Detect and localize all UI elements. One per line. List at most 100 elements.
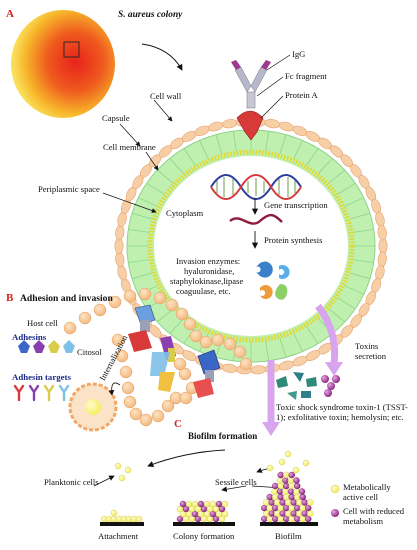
biofilm-cell	[282, 477, 289, 484]
biofilm-cell	[294, 493, 301, 501]
capsule-bead	[114, 238, 124, 254]
host-cell-bead	[78, 311, 92, 325]
capsule-bead	[377, 224, 387, 241]
biofilm-cell	[283, 482, 290, 490]
biofilm-cell	[283, 493, 290, 501]
capsule-bead	[278, 360, 294, 371]
attachment-surface	[100, 522, 144, 526]
host-cell-bead	[173, 357, 187, 371]
biofilm-cell	[279, 499, 286, 506]
cytoplasm-label: Cytoplasm	[166, 208, 204, 218]
secretion-arrow	[315, 303, 339, 365]
biofilm-cell	[299, 504, 306, 512]
enzyme-icon	[255, 261, 290, 300]
biofilm-cell	[266, 493, 273, 501]
host-cell-bead	[153, 291, 167, 305]
capsule-bead	[194, 125, 210, 136]
host-cell-bead	[175, 307, 189, 321]
legend-active-line-2: active cell	[343, 492, 379, 502]
biofilm-cell	[283, 471, 290, 479]
host-cell-bead	[165, 298, 179, 312]
host-cell-bead	[183, 317, 197, 331]
colony-cell	[215, 500, 223, 508]
host-cell-bead	[211, 333, 225, 347]
planktonic-cell	[114, 462, 122, 470]
colony-cell	[221, 500, 229, 508]
capsule-layer	[114, 117, 388, 375]
adhesin-targets-label: Adhesin targets	[12, 372, 71, 382]
host-cell-bead	[123, 289, 137, 303]
colony-cell	[218, 505, 226, 513]
capsule-bead	[115, 224, 125, 241]
capsule-bead	[375, 211, 385, 228]
biofilm-cell	[277, 482, 284, 490]
biofilm-cell	[298, 488, 306, 495]
colony-cell	[209, 500, 217, 508]
biofilm-cell	[285, 510, 292, 517]
biofilm-cell	[272, 515, 279, 523]
adhesins-legend-icons	[18, 340, 75, 353]
attached-cell	[110, 509, 118, 517]
enzymes-line-3: coaguulase, etc.	[176, 286, 231, 296]
attached-cell	[135, 515, 143, 523]
biofilm-cell	[283, 515, 290, 523]
biofilm-cell	[287, 477, 295, 484]
capsule-bead	[221, 363, 238, 373]
released-cell	[284, 450, 292, 458]
host-cell-bead	[139, 413, 153, 427]
igg-label: IgG	[292, 49, 306, 59]
colony-cell	[185, 500, 193, 508]
released-cell	[302, 459, 310, 467]
planktonic-cell	[118, 474, 126, 482]
biofilm-cell	[277, 493, 284, 501]
colony-cell	[179, 500, 187, 508]
toxins-description: Toxic shock syndrome toxin-1 (TSST-1); e…	[276, 402, 408, 422]
capsule-bead	[378, 238, 388, 254]
biofilm-cell	[287, 488, 295, 495]
colony-cell	[203, 500, 211, 508]
host-cell-bead	[115, 349, 129, 363]
biofilm-cell	[296, 499, 303, 506]
biofilm-cell	[266, 504, 273, 512]
adhesin-targets-legend-icons	[13, 384, 70, 402]
capsule-label: Capsule	[102, 113, 130, 123]
host-cell-bead	[108, 295, 122, 309]
biofilm-cell	[288, 504, 295, 512]
cell-wall-label: Cell wall	[150, 91, 182, 101]
capsule-bead	[221, 119, 238, 129]
sessile-cells-label: Sessile cells	[215, 477, 257, 487]
host-cell-bead	[151, 409, 165, 423]
biofilm-cells	[100, 450, 314, 523]
toxins-secretion-line-2: secretion	[355, 351, 387, 361]
biofilm-cell	[294, 504, 301, 512]
biofilm-cell	[274, 499, 281, 506]
biofilm-cell	[272, 493, 279, 501]
planktonic-cells-label: Planktonic cells	[44, 477, 99, 487]
biofilm-cell	[277, 515, 284, 523]
colony-zoom-box	[63, 41, 80, 58]
colony-plate	[11, 10, 115, 118]
protein-a-icon	[236, 110, 264, 141]
protein-synthesis-label: Protein synthesis	[264, 235, 323, 245]
host-cell-bead	[121, 381, 135, 395]
fc-fragment-label: Fc fragment	[285, 71, 327, 81]
mrna-icon	[229, 213, 283, 225]
biofilm-cell	[263, 510, 270, 517]
biofilm-cell	[290, 499, 297, 506]
biofilm-cell	[301, 510, 308, 517]
capsule-bead	[250, 365, 266, 375]
capsule-bead	[278, 121, 294, 132]
colony-cell	[218, 515, 226, 523]
host-cell-bead	[93, 303, 107, 317]
biofilm-cell	[296, 510, 303, 517]
protein-a-label: Protein A	[285, 90, 318, 100]
cytoplasm	[154, 156, 348, 336]
colony-surface	[173, 522, 235, 526]
panel-a-letter: A	[6, 8, 14, 20]
released-cell	[292, 466, 300, 474]
host-cell-bead	[119, 365, 133, 379]
gene-transcription-label: Gene transcription	[264, 200, 328, 210]
biofilm-cell	[272, 482, 279, 490]
capsule-bead	[292, 125, 308, 136]
